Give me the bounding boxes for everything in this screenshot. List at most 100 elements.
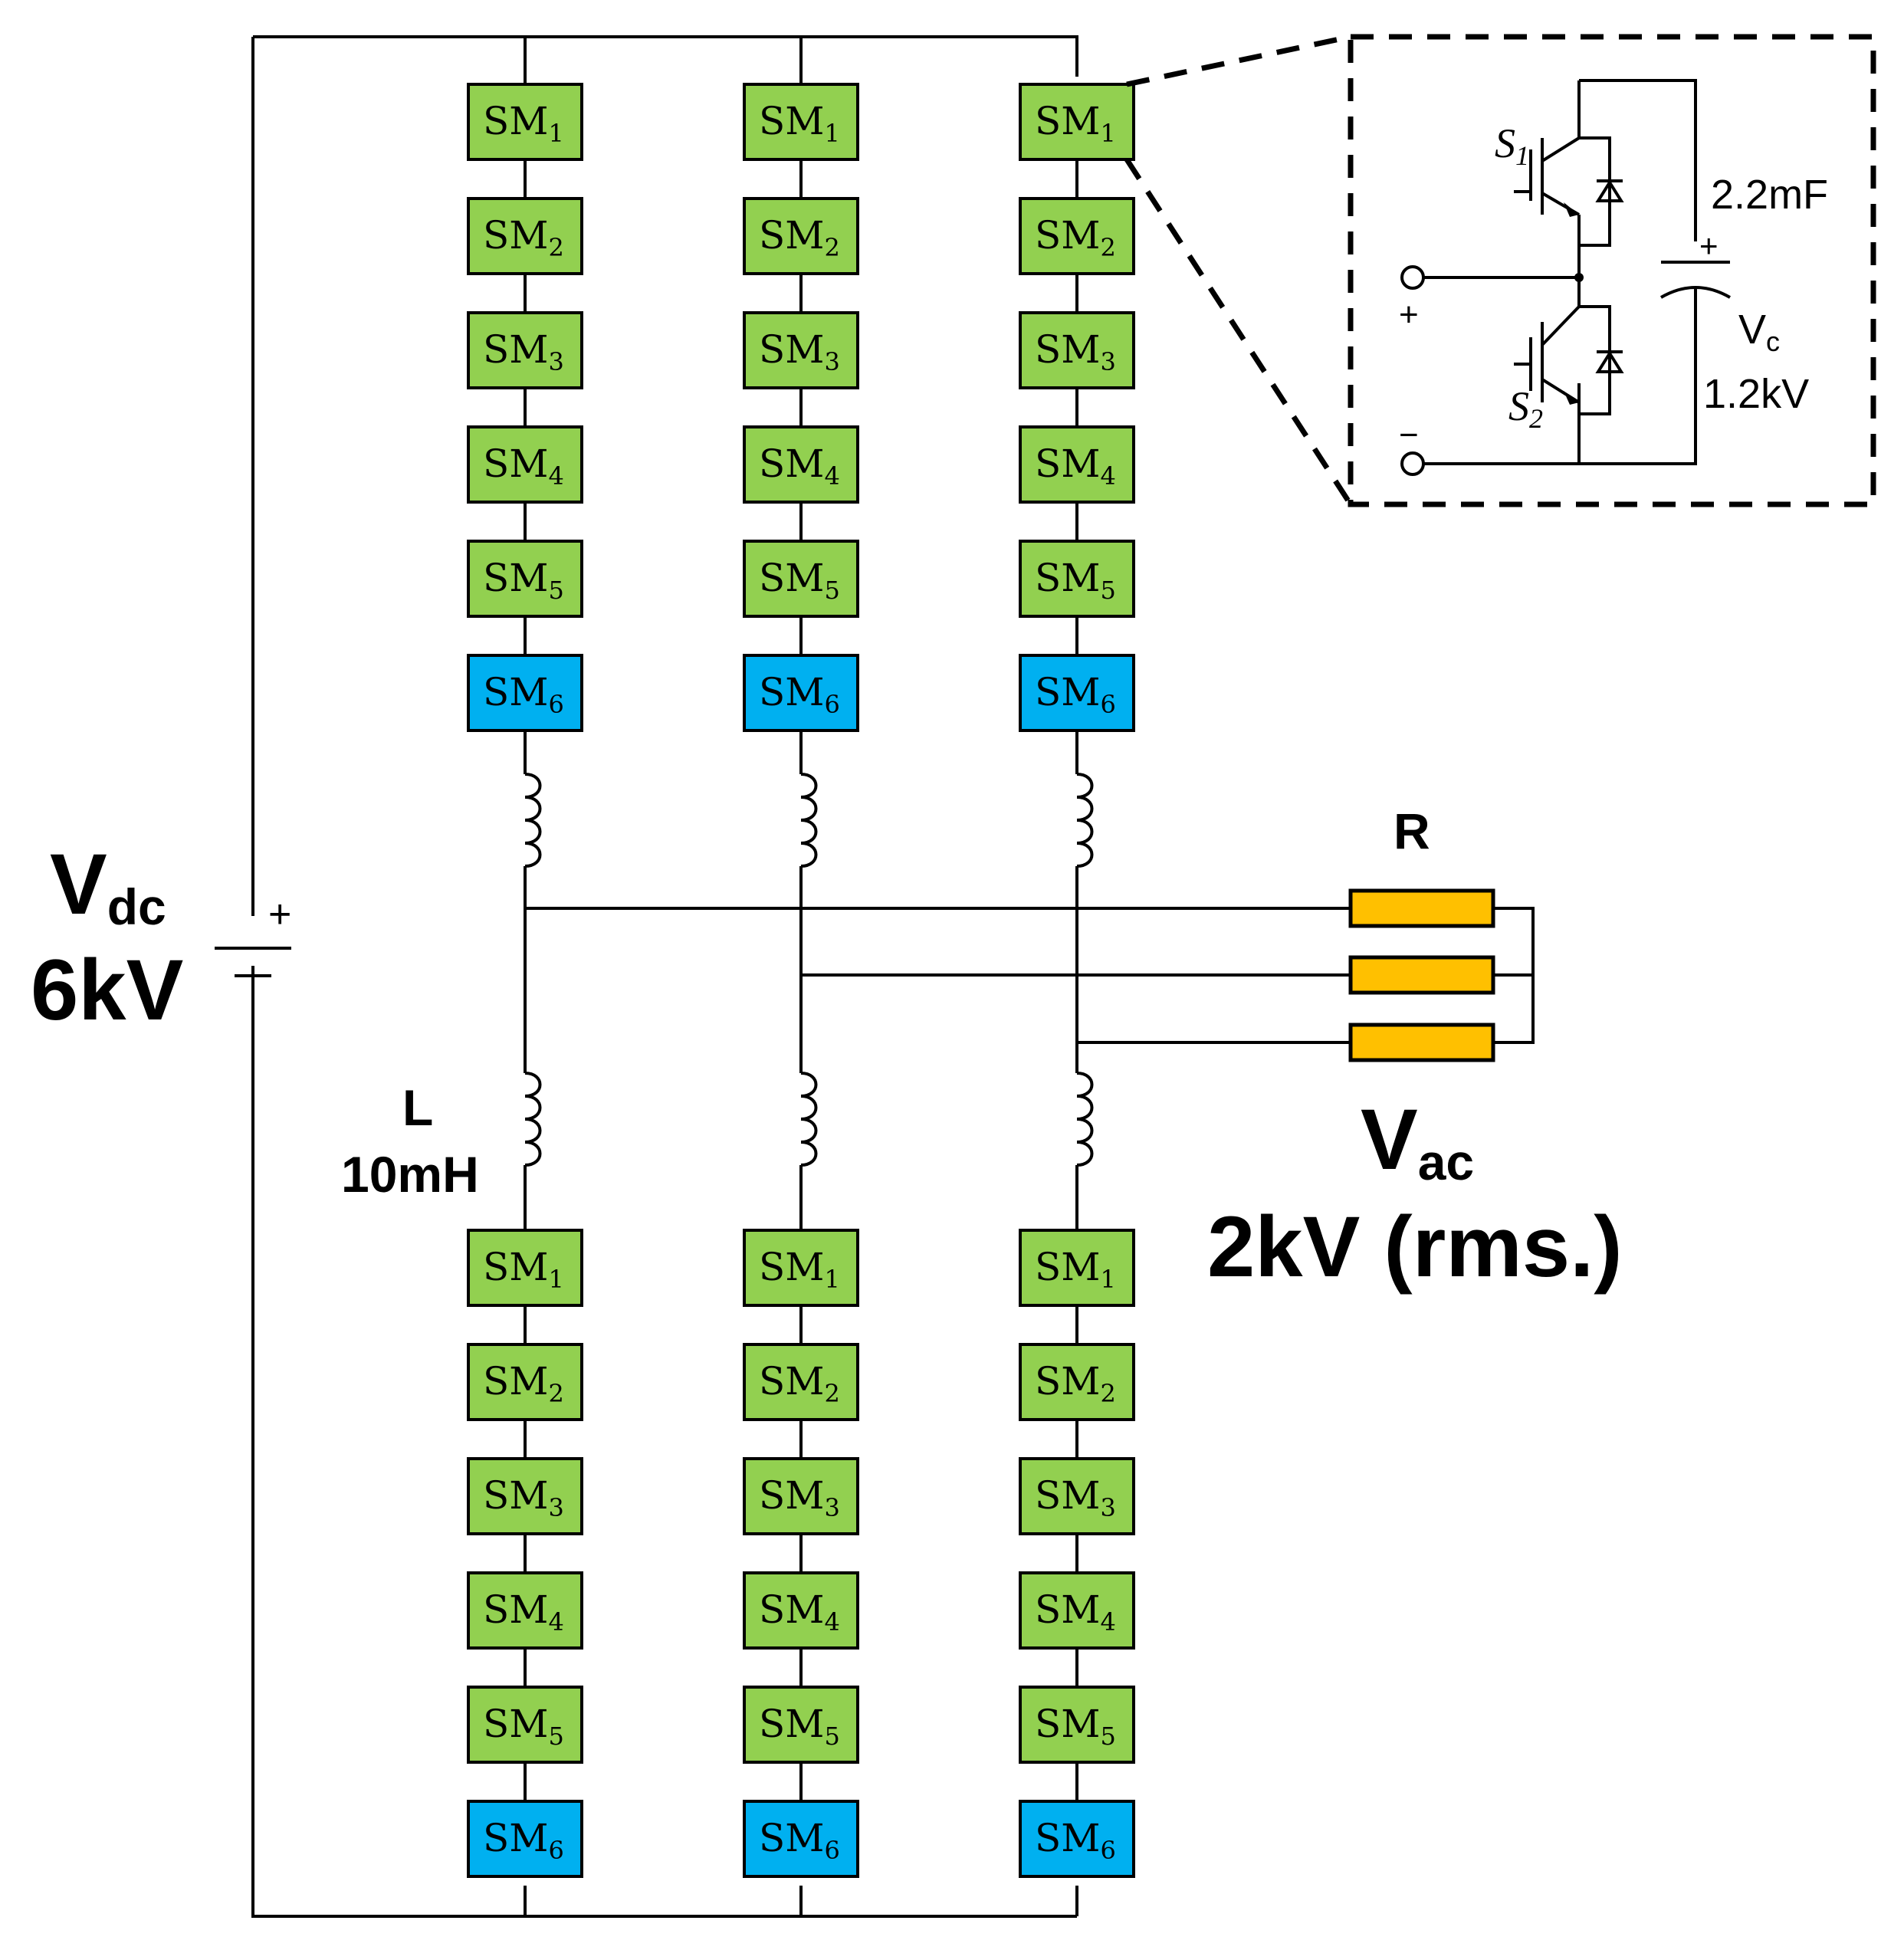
submodule-prefix: SM <box>483 670 548 714</box>
submodule-index: 6 <box>548 1836 563 1865</box>
submodule-prefix: SM <box>759 1473 824 1518</box>
submodule-prefix: SM <box>1035 556 1100 600</box>
submodule-prefix: SM <box>483 213 548 258</box>
submodule-index: 5 <box>1100 1722 1115 1751</box>
submodule-label: SM6 <box>759 670 840 719</box>
diode-d1-icon <box>1595 179 1624 202</box>
submodule-label: SM1 <box>483 99 564 148</box>
submodule-lower-leg3-sm6: SM6 <box>1019 1800 1135 1878</box>
submodule-prefix: SM <box>1035 1587 1100 1632</box>
submodule-box <box>1019 1686 1135 1764</box>
submodule-upper-leg1-sm1: SM1 <box>467 83 583 161</box>
submodule-box <box>743 1457 859 1535</box>
submodule-index: 6 <box>824 690 839 719</box>
submodule-label: SM5 <box>483 556 564 605</box>
submodule-prefix: SM <box>483 556 548 600</box>
submodule-box <box>467 83 583 161</box>
submodule-label: SM3 <box>483 1473 564 1522</box>
resistor-label: R <box>1394 803 1430 859</box>
submodule-upper-leg1-sm6: SM6 <box>467 654 583 732</box>
submodule-label: SM6 <box>1035 670 1116 719</box>
submodule-box <box>1019 540 1135 618</box>
load-resistor-c <box>1348 1023 1495 1062</box>
submodule-label: SM5 <box>1035 556 1116 605</box>
submodule-prefix: SM <box>759 670 824 714</box>
submodule-label: SM6 <box>483 670 564 719</box>
vc-label: Vc <box>1738 307 1780 357</box>
submodule-box <box>743 1229 859 1307</box>
submodule-box <box>1019 1800 1135 1878</box>
submodule-upper-leg2-sm5: SM5 <box>743 540 859 618</box>
submodule-label: SM6 <box>759 1816 840 1865</box>
inductor-lower-leg1-icon <box>524 1072 542 1167</box>
submodule-label: SM1 <box>1035 99 1116 148</box>
vac-label-main: V <box>1361 1092 1418 1187</box>
igbt-s1-icon <box>1514 136 1581 217</box>
submodule-lower-leg3-sm3: SM3 <box>1019 1457 1135 1535</box>
submodule-index: 4 <box>548 461 563 491</box>
phase-output-lines <box>525 907 1535 1044</box>
submodule-lower-leg1-sm1: SM1 <box>467 1229 583 1307</box>
submodule-lower-leg2-sm4: SM4 <box>743 1571 859 1650</box>
terminal-minus-icon <box>1400 451 1425 476</box>
submodule-index: 5 <box>548 576 563 605</box>
submodule-label: SM3 <box>759 327 840 376</box>
submodule-index: 5 <box>1100 576 1115 605</box>
submodule-label: SM4 <box>483 1587 564 1636</box>
submodule-upper-leg3-sm4: SM4 <box>1019 425 1135 504</box>
submodule-index: 4 <box>548 1607 563 1636</box>
submodule-index: 1 <box>548 119 563 148</box>
submodule-box <box>743 425 859 504</box>
submodule-label: SM5 <box>483 1702 564 1751</box>
submodule-label: SM5 <box>1035 1702 1116 1751</box>
load-resistor-a <box>1348 888 1495 928</box>
submodule-box <box>467 1457 583 1535</box>
submodule-index: 2 <box>824 1379 839 1408</box>
dc-bus <box>251 35 1078 1918</box>
submodule-prefix: SM <box>759 1816 824 1860</box>
inductor-upper-leg2-icon <box>800 773 818 868</box>
submodule-box <box>743 540 859 618</box>
submodule-prefix: SM <box>759 556 824 600</box>
submodule-lower-leg2-sm2: SM2 <box>743 1343 859 1421</box>
submodule-prefix: SM <box>1035 670 1100 714</box>
submodule-index: 1 <box>824 1265 839 1294</box>
submodule-label: SM4 <box>1035 442 1116 491</box>
submodule-box <box>743 83 859 161</box>
capacitance-label: 2.2mF <box>1711 172 1828 218</box>
submodule-box <box>467 311 583 389</box>
submodule-prefix: SM <box>759 1702 824 1746</box>
submodule-lower-leg2-sm1: SM1 <box>743 1229 859 1307</box>
submodule-upper-leg2-sm1: SM1 <box>743 83 859 161</box>
submodule-upper-leg2-sm3: SM3 <box>743 311 859 389</box>
submodule-label: SM1 <box>759 1245 840 1294</box>
submodule-label: SM6 <box>483 1816 564 1865</box>
igbt-s2-icon <box>1514 305 1581 405</box>
submodule-prefix: SM <box>1035 327 1100 372</box>
submodule-label: SM2 <box>759 1359 840 1408</box>
submodule-index: 2 <box>1100 233 1115 262</box>
submodule-prefix: SM <box>483 442 548 486</box>
submodule-box <box>1019 425 1135 504</box>
submodule-label: SM4 <box>759 1587 840 1636</box>
submodule-prefix: SM <box>1035 1359 1100 1403</box>
submodule-index: 2 <box>1100 1379 1115 1408</box>
submodule-prefix: SM <box>483 1473 548 1518</box>
submodule-upper-leg1-sm3: SM3 <box>467 311 583 389</box>
submodule-label: SM2 <box>1035 213 1116 262</box>
vdc-value: 6kV <box>31 942 183 1038</box>
switch-s1-label: S1 <box>1495 120 1529 171</box>
submodule-lower-leg1-sm6: SM6 <box>467 1800 583 1878</box>
submodule-index: 3 <box>548 347 563 376</box>
submodule-label: SM5 <box>759 1702 840 1751</box>
submodule-index: 1 <box>1100 1265 1115 1294</box>
submodule-label: SM2 <box>483 213 564 262</box>
submodule-label: SM2 <box>483 1359 564 1408</box>
submodule-prefix: SM <box>483 1359 548 1403</box>
submodule-index: 4 <box>824 461 839 491</box>
submodule-lower-leg3-sm2: SM2 <box>1019 1343 1135 1421</box>
submodule-upper-leg3-sm5: SM5 <box>1019 540 1135 618</box>
vac-value: 2kV (rms.) <box>1207 1199 1623 1295</box>
submodule-label: SM4 <box>759 442 840 491</box>
